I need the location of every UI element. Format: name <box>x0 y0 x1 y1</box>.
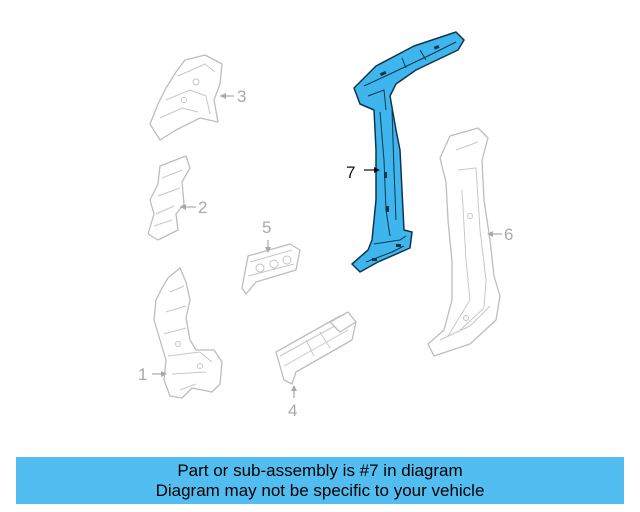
callout-number-3: 3 <box>237 87 246 106</box>
callout-number-5: 5 <box>262 218 271 237</box>
banner-line-part: Part or sub-assembly is #7 in diagram <box>177 460 463 480</box>
callout-number-2: 2 <box>198 198 207 217</box>
exploded-parts-diagram: 3 2 5 1 4 <box>138 31 513 420</box>
callout-2: 2 <box>180 198 207 217</box>
callout-3: 3 <box>220 87 246 106</box>
part-6-center-pillar-outer[interactable] <box>427 127 501 357</box>
part-4-rocker-reinforcement[interactable] <box>275 311 357 385</box>
callout-5: 5 <box>262 218 271 253</box>
info-banner: Part or sub-assembly is #7 in diagram Di… <box>16 457 624 504</box>
part-5-small-bracket[interactable] <box>241 243 301 295</box>
part-3-upper-reinforcement[interactable] <box>149 54 223 141</box>
callout-number-4: 4 <box>288 401 297 420</box>
callout-4: 4 <box>288 385 297 420</box>
callout-7: 7 <box>346 163 380 182</box>
callout-number-6: 6 <box>504 225 513 244</box>
callout-6: 6 <box>487 225 513 244</box>
part-2-pillar-bracket[interactable] <box>147 155 191 241</box>
part-1-hinge-pillar[interactable] <box>153 267 223 399</box>
part-7-center-pillar-inner[interactable] <box>351 31 465 273</box>
callout-number-1: 1 <box>138 365 147 384</box>
callout-1: 1 <box>138 365 167 384</box>
banner-line-disclaimer: Diagram may not be specific to your vehi… <box>155 480 485 500</box>
callout-number-7: 7 <box>346 163 355 182</box>
